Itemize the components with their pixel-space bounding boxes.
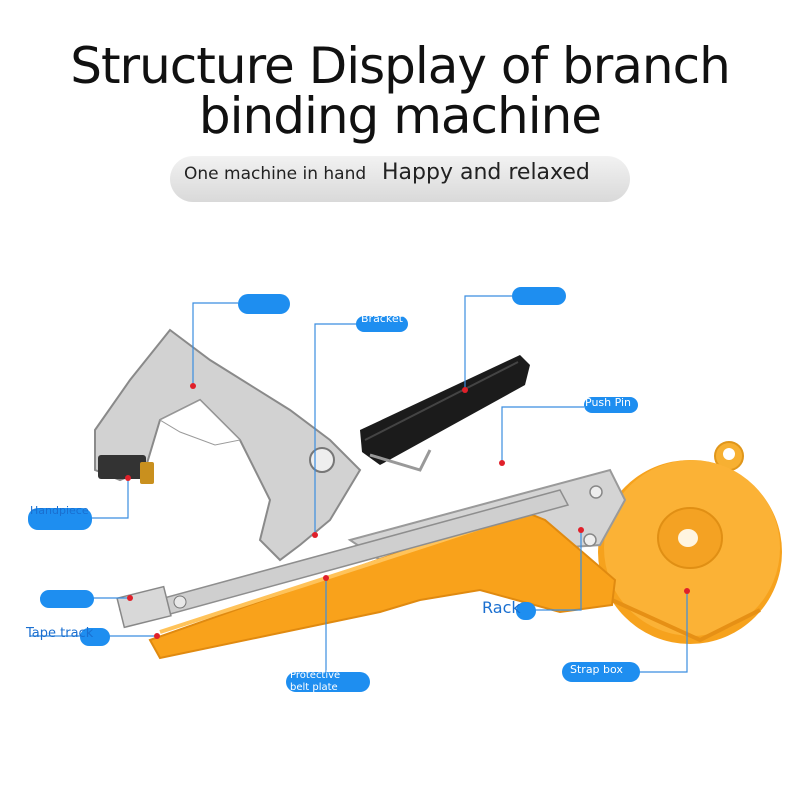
label-blob-handpiece xyxy=(28,508,92,530)
subtitle-right: Happy and relaxed xyxy=(382,160,590,185)
bracket-illustration xyxy=(94,328,362,562)
red-markers xyxy=(125,383,690,639)
label-rack: Rack xyxy=(482,598,521,617)
label-strap-box: Strap box xyxy=(570,663,623,676)
label-push-pin: Push Pin xyxy=(585,396,632,409)
handle-illustration xyxy=(360,355,530,472)
label-blob-tape-track xyxy=(80,628,110,646)
label-blob-handle xyxy=(512,287,566,305)
label-blob-bracket xyxy=(356,316,408,332)
label-blob-push-pin xyxy=(584,397,638,413)
label-blob-cord-clip xyxy=(40,590,94,608)
strap-box-illustration xyxy=(598,441,782,644)
title-line-2: binding machine xyxy=(198,87,602,145)
leader-push-pin xyxy=(501,406,584,463)
title-line-1: Structure Display of branch xyxy=(70,37,731,95)
subtitle-left: One machine in hand xyxy=(184,164,367,184)
label-blob-handpiece-top xyxy=(238,294,290,314)
label-bracket: Bracket xyxy=(361,312,403,325)
label-blob-strap-box xyxy=(562,662,640,682)
label-blob-rack xyxy=(516,602,536,620)
label-tape-track: Tape track xyxy=(26,626,94,641)
label-handpiece: Handpiece xyxy=(30,504,89,517)
label-protective-belt-plate: Protective belt plate xyxy=(290,670,341,693)
leader-rack xyxy=(520,530,582,611)
leader-handle xyxy=(464,295,512,390)
leader-bracket xyxy=(314,323,358,535)
subtitle-pill xyxy=(170,156,630,202)
label-blob-protective-plate xyxy=(286,672,370,692)
leader-handpiece-top xyxy=(192,302,238,386)
